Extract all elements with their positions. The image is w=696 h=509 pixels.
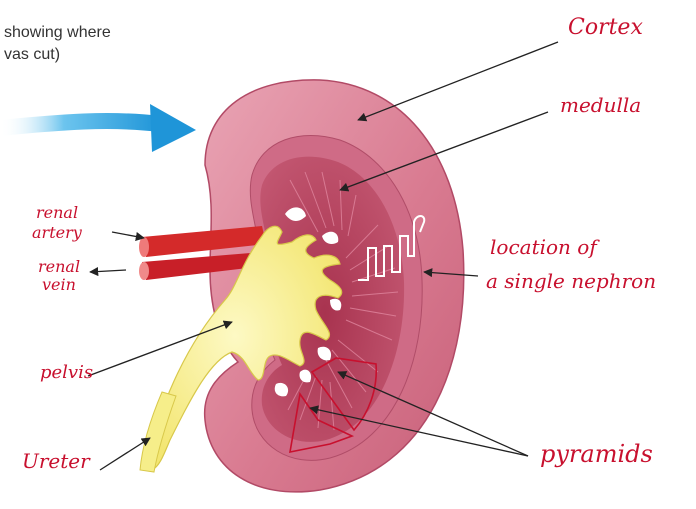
label-cortex: Cortex — [568, 15, 643, 40]
cortex-pointer — [357, 41, 559, 122]
label-pelvis: pelvis — [40, 362, 93, 383]
renal-artery-pointer — [111, 231, 145, 241]
renal-artery — [139, 226, 266, 257]
renal-vein-pointer — [89, 267, 127, 277]
renal-vein — [139, 252, 264, 280]
label-renal-vein-2: vein — [42, 275, 76, 294]
renal-pelvis — [147, 225, 343, 471]
nephron-pointer — [423, 268, 479, 278]
medulla-pointer — [339, 111, 549, 192]
ureter-pointer — [99, 437, 151, 471]
pyramid-pointer-1 — [337, 371, 529, 457]
label-renal-vein-1: renal — [38, 257, 80, 276]
cut-direction-arrow-icon — [0, 104, 196, 152]
caption-line-2: vas cut) — [4, 46, 61, 63]
label-nephron-2: a single nephron — [486, 269, 656, 293]
label-renal-artery-1: renal — [36, 203, 78, 222]
caption: showing where vas cut) — [4, 22, 111, 66]
pyramid-outline-annotations — [289, 357, 378, 454]
label-medulla: medulla — [560, 93, 641, 117]
label-pyramids: pyramids — [540, 440, 653, 468]
pyramid-pointer-2 — [309, 405, 529, 457]
label-renal-artery-2: artery — [32, 223, 83, 242]
caption-line-1: showing where — [4, 24, 111, 41]
annotation-arrows — [87, 41, 559, 471]
ureter — [139, 391, 177, 473]
label-ureter: Ureter — [22, 449, 91, 473]
calyx-gaps — [274, 207, 342, 397]
pelvis-pointer — [87, 320, 233, 377]
nephron-loop — [358, 215, 426, 281]
label-nephron-1: location of — [490, 235, 600, 259]
